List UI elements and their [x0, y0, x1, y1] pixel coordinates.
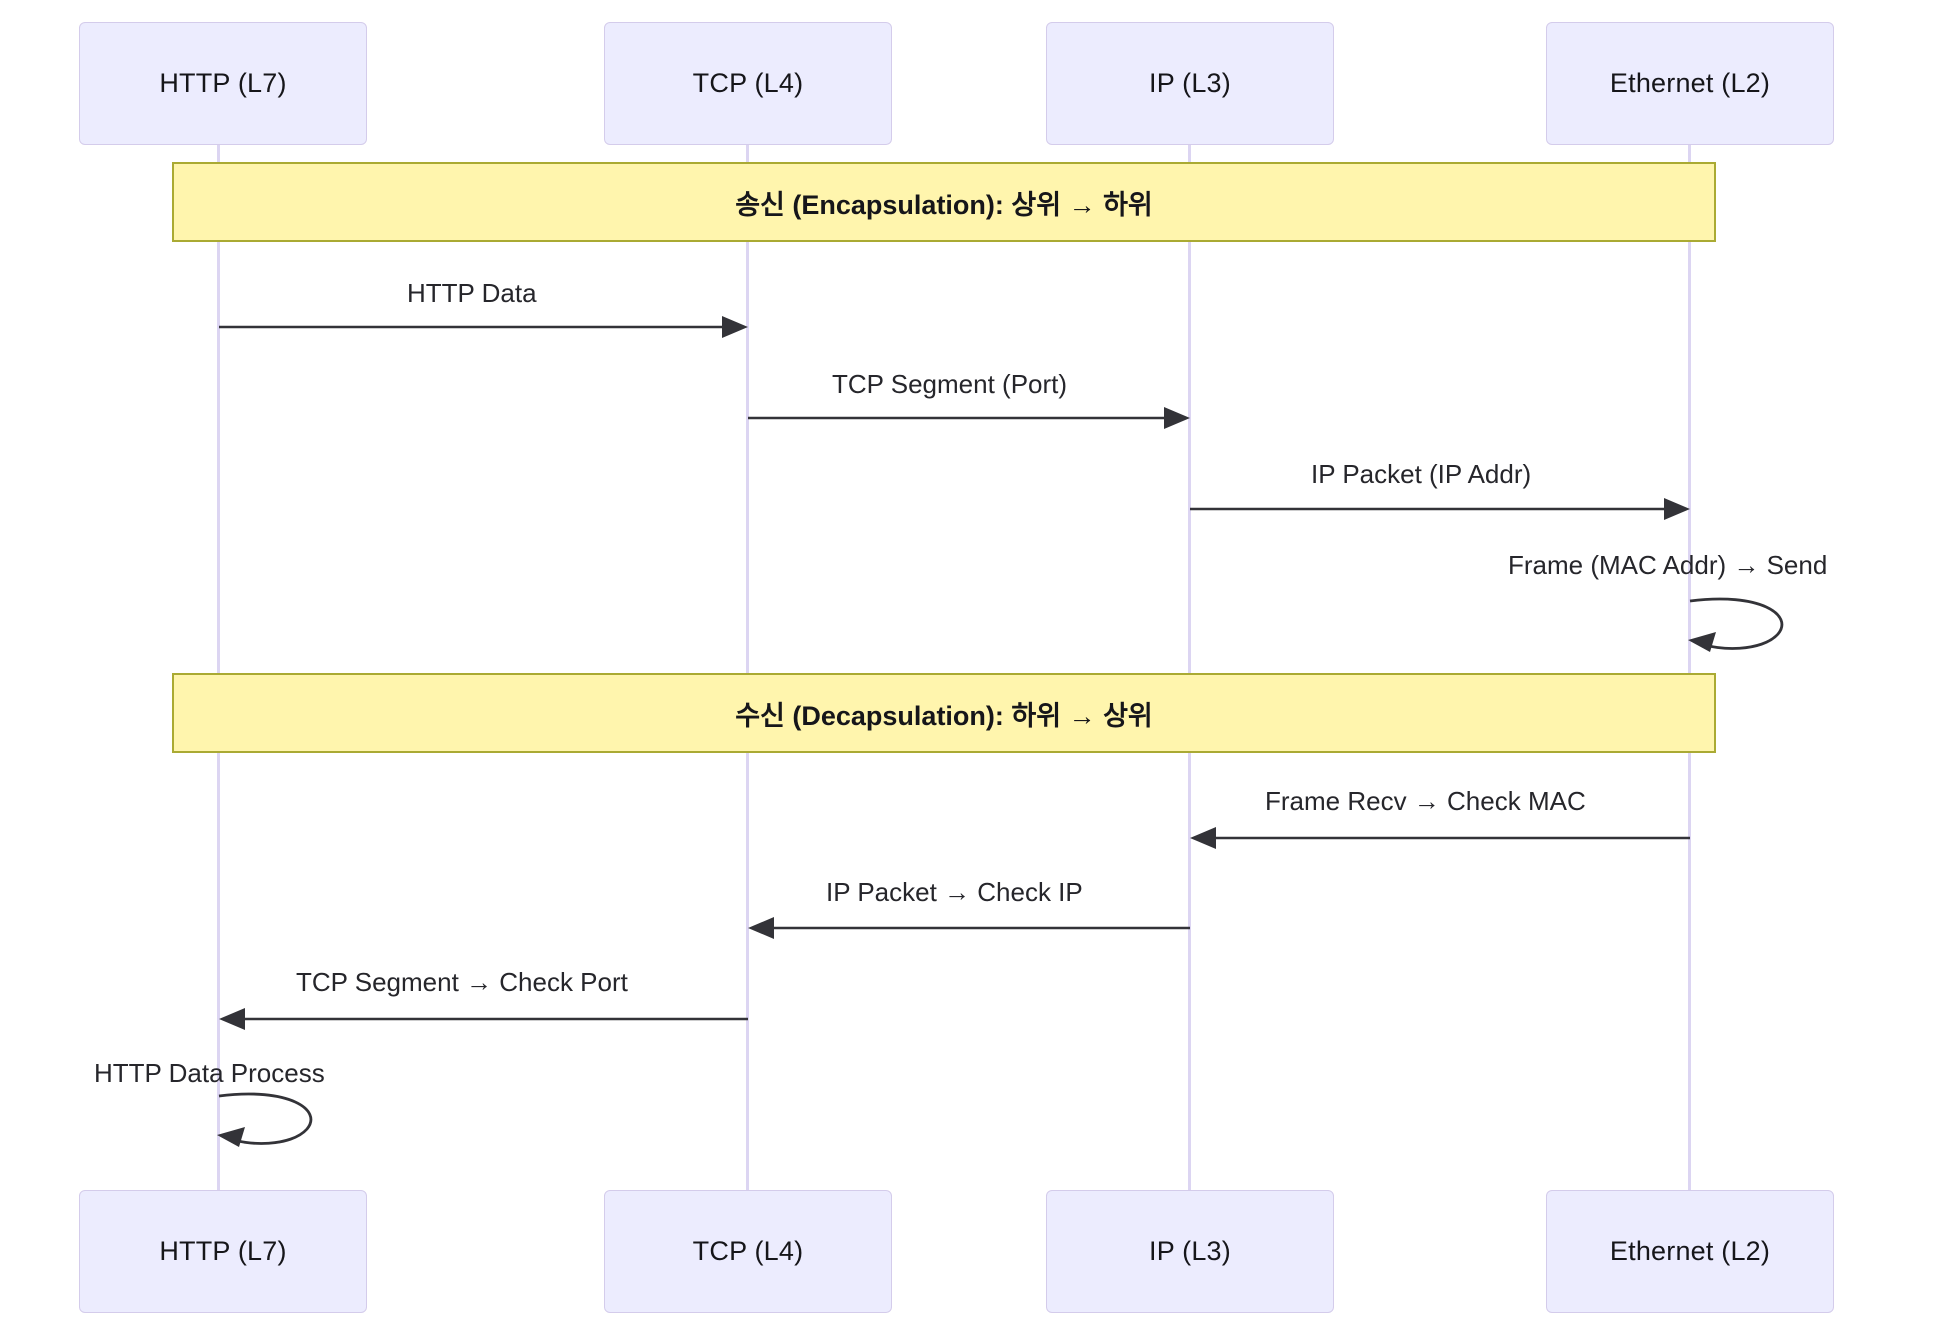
lifeline-tcp: [746, 145, 749, 1191]
banner-decapsulation: 수신 (Decapsulation): 하위 → 상위: [172, 673, 1716, 753]
message-label-http-data: HTTP Data: [407, 278, 537, 308]
participant-top-ethernet[interactable]: Ethernet (L2): [1546, 22, 1834, 145]
lifeline-ethernet: [1688, 145, 1691, 1191]
message-label-http-process: HTTP Data Process: [94, 1058, 325, 1088]
participant-top-tcp[interactable]: TCP (L4): [604, 22, 892, 145]
lifeline-http: [217, 145, 220, 1191]
participant-top-ip[interactable]: IP (L3): [1046, 22, 1334, 145]
message-label-ip-check: IP Packet → Check IP: [826, 877, 1083, 907]
message-label-tcp-segment: TCP Segment (Port): [832, 369, 1068, 399]
message-label-frame-recv: Frame Recv → Check MAC: [1265, 786, 1586, 816]
participant-bottom-http[interactable]: HTTP (L7): [79, 1190, 367, 1313]
participant-bottom-ethernet[interactable]: Ethernet (L2): [1546, 1190, 1834, 1313]
message-label-ip-packet: IP Packet (IP Addr): [1311, 459, 1532, 489]
message-label-frame-send: Frame (MAC Addr) → Send: [1508, 550, 1828, 580]
participant-bottom-ip[interactable]: IP (L3): [1046, 1190, 1334, 1313]
message-label-tcp-check: TCP Segment → Check Port: [296, 967, 628, 997]
participant-top-http[interactable]: HTTP (L7): [79, 22, 367, 145]
lifeline-ip: [1188, 145, 1191, 1191]
participant-bottom-tcp[interactable]: TCP (L4): [604, 1190, 892, 1313]
banner-encapsulation: 송신 (Encapsulation): 상위 → 하위: [172, 162, 1716, 242]
